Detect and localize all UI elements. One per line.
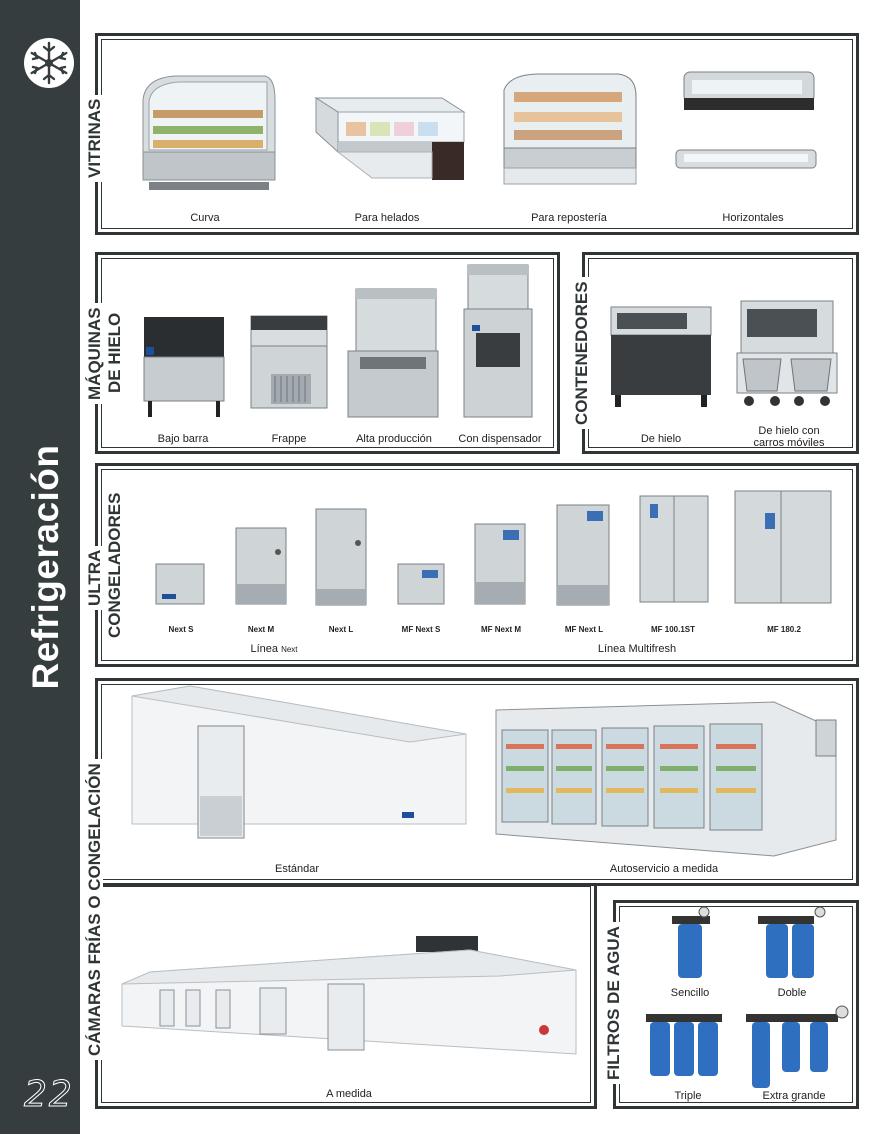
section-title-contenedores: CONTENEDORES <box>572 277 591 429</box>
ultra-next-l-image <box>315 508 367 606</box>
section-title-vitrinas: VITRINAS <box>85 94 104 182</box>
caption-mf-next-s: MF Next S <box>401 625 441 634</box>
section-title-maquinas-line2: DE HIELO <box>105 308 124 397</box>
vitrina-helados-image <box>314 97 466 180</box>
caption-linea-next: Línea Next <box>250 643 298 656</box>
filtro-extra-grande-image <box>746 1005 849 1088</box>
caption-curva: Curva <box>190 212 220 224</box>
caption-alta-produccion: Alta producción <box>356 433 432 445</box>
camara-autoservicio-image <box>495 701 837 857</box>
caption-horizontales: Horizontales <box>722 212 784 224</box>
section-title-filtros: FILTROS DE AGUA <box>604 922 623 1084</box>
section-title-maquinas-line1: MÁQUINAS <box>85 303 104 404</box>
ultra-mf-180-image <box>734 490 832 604</box>
caption-autoservicio: Autoservicio a medida <box>609 863 719 875</box>
caption-bajo-barra: Bajo barra <box>157 433 209 445</box>
contenedor-carros-moviles-image <box>736 300 838 406</box>
filtro-doble-image <box>758 906 826 978</box>
caption-next-s: Next S <box>168 625 194 634</box>
page-title: Refrigeración <box>25 444 66 690</box>
caption-next-m: Next M <box>247 625 275 634</box>
ultra-mf-next-m-image <box>474 523 526 605</box>
caption-de-hielo: De hielo <box>640 433 682 445</box>
maquina-alta-produccion-image <box>347 288 439 418</box>
caption-estandar: Estándar <box>274 863 320 875</box>
caption-next-l: Next L <box>328 625 354 634</box>
section-title-ultra-line1: ULTRA <box>85 545 104 610</box>
ultra-mf-next-l-image <box>556 504 610 606</box>
caption-doble: Doble <box>777 987 807 999</box>
ultra-mf-100-image <box>639 495 709 603</box>
maquina-frappe-image <box>250 315 328 409</box>
caption-mf-next-l: MF Next L <box>564 625 604 634</box>
caption-linea-multifresh: Línea Multifresh <box>597 643 677 655</box>
maquina-bajo-barra-image <box>143 317 225 417</box>
caption-para-reposteria: Para repostería <box>531 212 607 224</box>
ultra-next-m-image <box>235 527 287 605</box>
caption-con-dispensador: Con dispensador <box>458 433 542 445</box>
ultra-next-s-image <box>155 563 205 605</box>
caption-sencillo: Sencillo <box>670 987 710 999</box>
caption-a-medida: A medida <box>326 1088 372 1100</box>
filtro-triple-image <box>646 1014 722 1076</box>
section-title-camaras: CÁMARAS FRÍAS O CONGELACIÓN <box>85 759 104 1060</box>
caption-mf-100: MF 100.1ST <box>650 625 696 634</box>
caption-carros-moviles: carros móviles <box>753 437 825 449</box>
camara-a-medida-image <box>121 936 577 1055</box>
caption-de-hielo-con: De hielo con <box>758 425 820 437</box>
caption-mf-next-m: MF Next M <box>481 625 521 634</box>
filtro-sencillo-image <box>672 906 710 978</box>
ultra-mf-next-s-image <box>397 563 445 605</box>
caption-mf-180: MF 180.2 <box>767 625 801 634</box>
page-number: 22 <box>24 1074 74 1116</box>
contenedor-hielo-image <box>610 306 712 407</box>
linea-next-label: Línea <box>250 643 279 655</box>
caption-triple: Triple <box>674 1090 702 1102</box>
linea-next-small: Next <box>281 645 298 654</box>
vitrina-horizontal-image <box>675 71 817 169</box>
camara-estandar-image <box>131 685 467 839</box>
caption-frappe: Frappe <box>271 433 307 445</box>
caption-extra-grande: Extra grande <box>762 1090 826 1102</box>
maquina-dispensador-image <box>463 264 533 418</box>
snowflake-icon <box>24 38 74 88</box>
sidebar: Refrigeración 22 <box>0 0 80 1134</box>
vitrina-curva-image <box>142 75 276 190</box>
vitrina-reposteria-image <box>503 73 637 185</box>
section-title-ultra-line2: CONGELADORES <box>105 488 124 642</box>
caption-para-helados: Para helados <box>354 212 420 224</box>
